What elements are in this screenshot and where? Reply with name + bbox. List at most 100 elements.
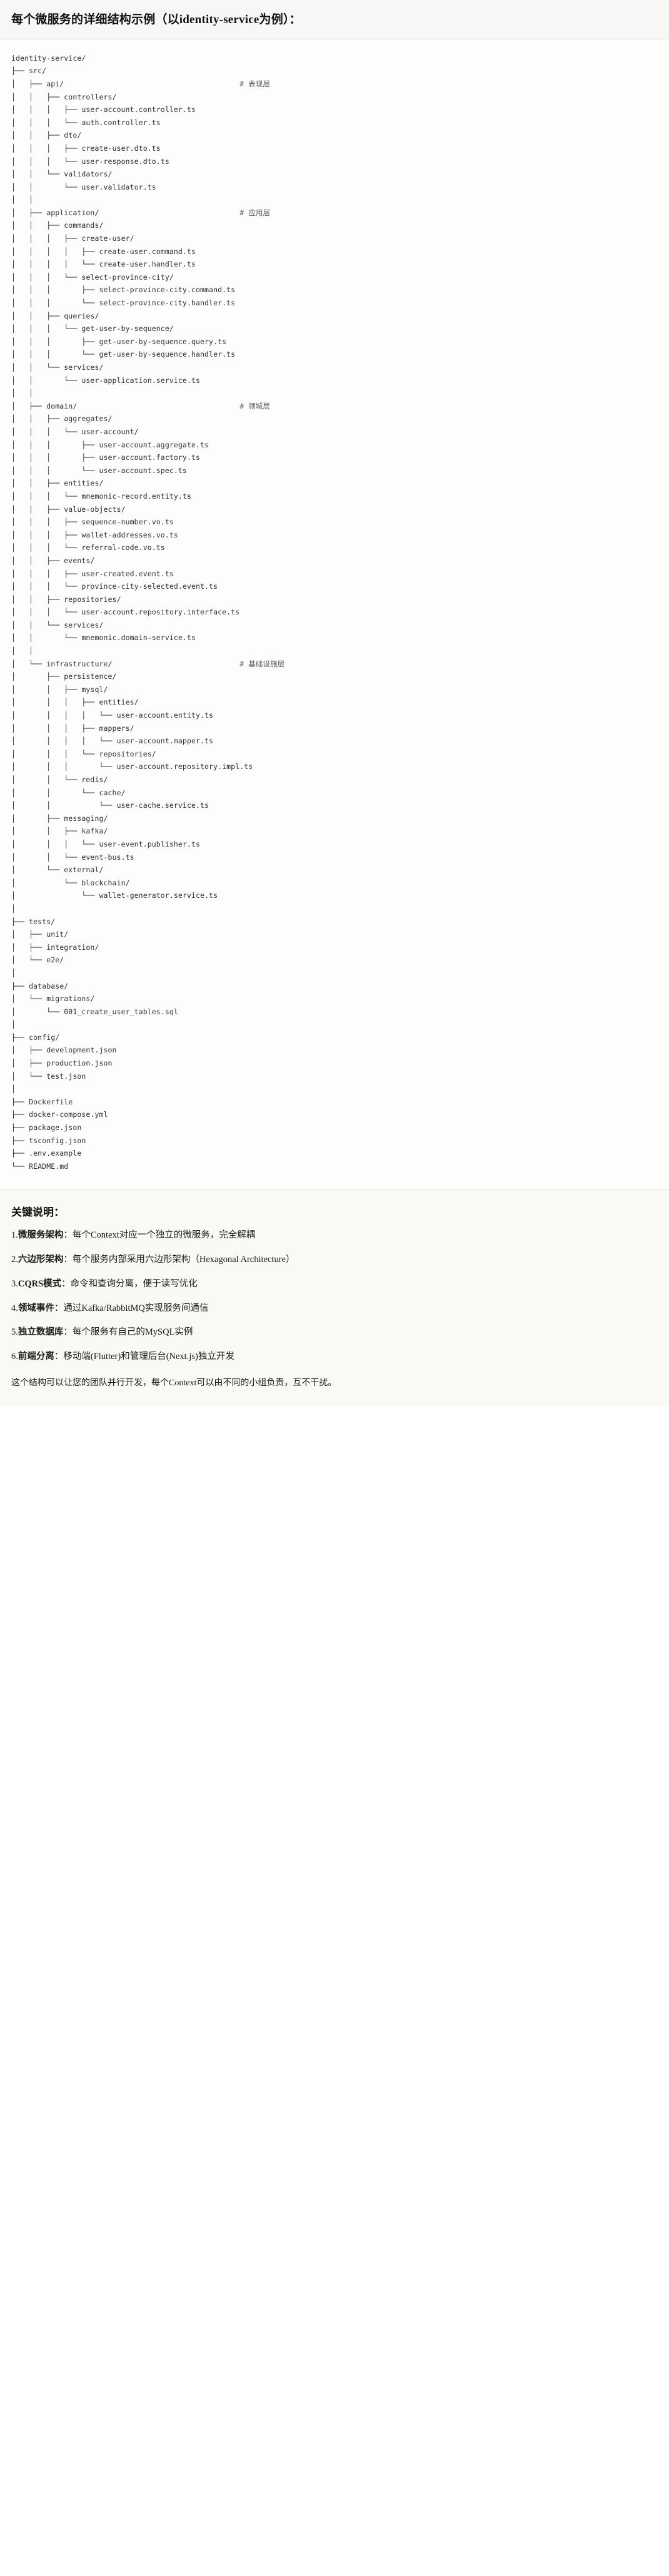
tree-line-text: │ │ │ ├── user-created.event.ts [11,569,174,578]
tree-line: │ [11,902,658,915]
tree-line: │ │ │ └── user-event.publisher.ts [11,838,658,851]
tree-line: │ │ │ └── get-user-by-sequence.handler.t… [11,348,658,361]
tree-line-text: │ │ ├── aggregates/ [11,414,113,424]
tree-line-text: │ └── e2e/ [11,955,64,965]
tree-line-text: │ │ [11,195,34,205]
tree-line-text: │ │ │ ├── wallet-addresses.vo.ts [11,530,178,539]
tree-line: │ ├── persistence/ [11,670,658,683]
key-note-separator: ： [63,1255,73,1265]
tree-line: │ │ ├── mysql/ [11,683,658,696]
tree-line-text: │ ├── integration/ [11,942,99,952]
tree-line-text: │ ├── production.json [11,1059,113,1068]
tree-line-text: │ │ │ └── get-user-by-sequence/ [11,324,174,333]
tree-line-text: │ │ │ └── user-event.publisher.ts [11,839,201,848]
tree-line-text: ├── .env.example [11,1149,82,1158]
key-note-description: 每个服务内部采用六边形架构（Hexagonal Architecture） [72,1255,295,1265]
tree-line: │ │ ├── controllers/ [11,91,658,104]
key-note-description: 命令和查询分离，便于读写优化 [70,1278,198,1289]
tree-line-text: ├── Dockerfile [11,1097,73,1106]
tree-line-text: │ │ │ └── province-city-selected.event.t… [11,582,218,591]
tree-line-text: │ │ ├── commands/ [11,221,104,230]
tree-line-text: │ │ │ ├── user-account.factory.ts [11,453,201,462]
tree-line-text: └── README.md [11,1161,69,1171]
key-note-item: 2.六边形架构：每个服务内部采用六边形架构（Hexagonal Architec… [11,1253,658,1267]
tree-line: ├── tsconfig.json [11,1134,658,1148]
tree-line: │ └── blockchain/ [11,877,658,890]
tree-line-text: │ │ ├── kafka/ [11,827,108,836]
tree-line: │ │ ├── value-objects/ [11,503,658,516]
tree-line: │ │ │ ├── user-account.factory.ts [11,451,658,464]
tree-line: ├── Dockerfile [11,1096,658,1109]
tree-line: │ ├── development.json [11,1044,658,1057]
tree-line-text: │ │ │ │ └── user-account.entity.ts [11,711,214,720]
tree-line-text: │ └── test.json [11,1071,86,1081]
key-note-term: 前端分离 [18,1352,54,1362]
tree-line-text: │ │ │ └── repositories/ [11,749,156,758]
tree-line: │ [11,1018,658,1031]
tree-line: │ └── 001_create_user_tables.sql [11,1005,658,1019]
tree-line: │ │ │ ├── user-account.controller.ts [11,103,658,116]
tree-line: │ │ ├── kafka/ [11,825,658,838]
tree-line-text: │ │ └── cache/ [11,788,126,797]
tree-line-text: │ │ ├── dto/ [11,131,82,140]
tree-line-text: │ ├── messaging/ [11,813,108,823]
tree-line: │ └── migrations/ [11,992,658,1005]
directory-tree-section: identity-service/ ├── src/ │ ├── api/ # … [0,39,669,1190]
tree-line: │ ├── integration/ [11,941,658,954]
key-note-description: 移动端(Flutter)和管理后台(Next.js)独立开发 [63,1352,234,1362]
tree-line-text: │ │ │ └── auth.controller.ts [11,118,161,127]
tree-line-text: │ └── migrations/ [11,994,95,1004]
tree-line: │ │ ├── dto/ [11,129,658,142]
tree-line-text: │ │ │ └── user-account.repository.interf… [11,608,240,617]
tree-line: │ │ └── services/ [11,619,658,632]
directory-tree: identity-service/ ├── src/ │ ├── api/ # … [11,52,658,1173]
tree-line: │ │ ├── aggregates/ [11,412,658,425]
tree-line-text: identity-service/ [11,53,86,63]
tree-line-text: │ [11,1020,16,1029]
tree-line: └── README.md [11,1160,658,1173]
tree-line: │ │ ├── events/ [11,554,658,568]
tree-line: │ ├── messaging/ [11,812,658,825]
tree-line-text: │ │ │ └── select-province-city.handler.t… [11,298,236,308]
tree-line: │ ├── domain/ # 领域层 [11,400,658,413]
tree-line: │ │ [11,387,658,400]
tree-line-text: │ │ └── event-bus.ts [11,852,134,862]
key-note-term: CQRS模式 [18,1278,62,1289]
tree-line-text: │ │ │ ├── entities/ [11,698,139,707]
tree-line-text: │ │ └── mnemonic.domain-service.ts [11,633,196,643]
tree-line-text: │ │ └── redis/ [11,775,108,784]
key-note-number: 4. [11,1303,18,1313]
tree-line-text: │ │ │ └── referral-code.vo.ts [11,543,165,552]
key-note-description: 通过Kafka/RabbitMQ实现服务间通信 [63,1303,209,1313]
tree-line: │ │ │ ├── get-user-by-sequence.query.ts [11,335,658,349]
key-note-number: 6. [11,1352,18,1362]
key-note-number: 5. [11,1327,18,1338]
tree-line: │ │ │ └── user-account.repository.impl.t… [11,760,658,773]
tree-line-text: ├── src/ [11,66,47,76]
tree-line-text: │ └── wallet-generator.service.ts [11,891,218,900]
tree-line-comment: # 表现层 [239,79,271,88]
tree-line: │ ├── production.json [11,1057,658,1070]
tree-line: │ │ │ └── user-response.dto.ts [11,155,658,168]
tree-line: ├── database/ [11,980,658,993]
tree-line-text: │ ├── persistence/ [11,672,117,681]
tree-line: │ └── test.json [11,1070,658,1083]
tree-line: │ │ └── user-cache.service.ts [11,799,658,812]
tree-line-text: │ │ │ └── user-account/ [11,427,139,436]
tree-line-text: │ │ │ ├── create-user/ [11,234,134,243]
tree-line-text: │ │ │ ├── mappers/ [11,723,134,733]
key-notes-footer: 这个结构可以让您的团队并行开发，每个Context可以由不同的小组负责，互不干扰… [11,1378,337,1388]
tree-line: │ ├── unit/ [11,928,658,941]
tree-line-text: ├── config/ [11,1032,60,1042]
tree-line-text: │ │ └── validators/ [11,170,113,179]
tree-line: │ │ └── user-application.service.ts [11,374,658,387]
tree-line-text: │ │ ├── controllers/ [11,92,117,101]
tree-line-text: ├── docker-compose.yml [11,1110,108,1119]
tree-line: │ │ ├── queries/ [11,310,658,323]
tree-line: ├── tests/ [11,915,658,929]
key-note-separator: ： [61,1278,71,1289]
tree-line-text: │ │ │ ├── select-province-city.command.t… [11,285,236,295]
tree-line: │ │ │ └── select-province-city.handler.t… [11,297,658,310]
tree-line-text: │ │ [11,389,34,398]
